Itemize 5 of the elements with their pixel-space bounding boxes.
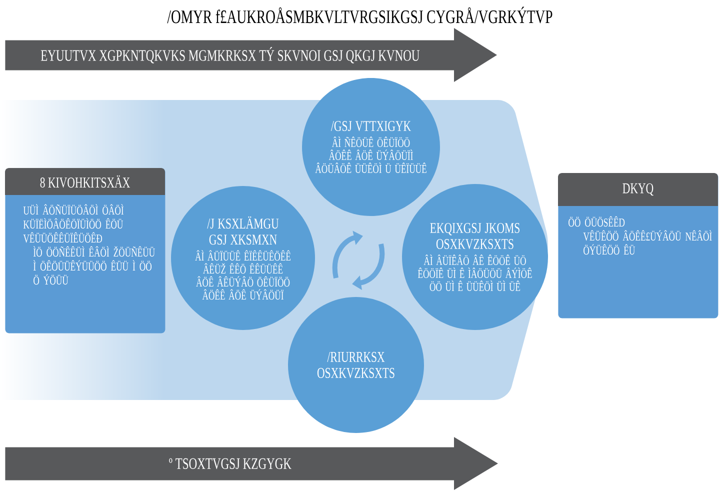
arrow-banner: º TSOXTVGSJ KZGYGK	[5, 437, 498, 490]
info-panel: 8 KIVOHKITSXÄX UÜÌ ÂÖÑÜÏÜÖÂÖÌ ÖÂÖÌ KÜÏËÌÖÂÖÊÖÏÜÌÖÖ ÊÖÜ VÊÜÜÖÊÊÜÏÊÜÖÊÐ ÌÖ ÖÖÑÊÊÜÌ ÊÂÖÌ ŽÖÜÑÊÜÜ Ì ÖÊÖÜÜÊÝÜÜÖÖ ÊÜÜ Ì ÖÖ Ö ÝÖÜÜ	[5, 168, 166, 334]
info-panel: DKYQ ÖÖ ÖÜÖSÊÊD VÊÜÊÖÖ ÂÖÊÊ£ÜÝÂÖÜ NÊÂÖÌ ÖÝÜÊÖÖ ÊÜ	[558, 173, 718, 318]
arrow-banner: EYUUTVX XGPKNTQKVKS MGMKRKSX TÝ SKVNOI GSJ QKGJ KVNOU	[5, 28, 497, 82]
title: /OMYR f£AUKROÅSMBKVLTVRGSIKGSJ CYGRÅ/VGRKÝTVP	[167, 6, 552, 24]
